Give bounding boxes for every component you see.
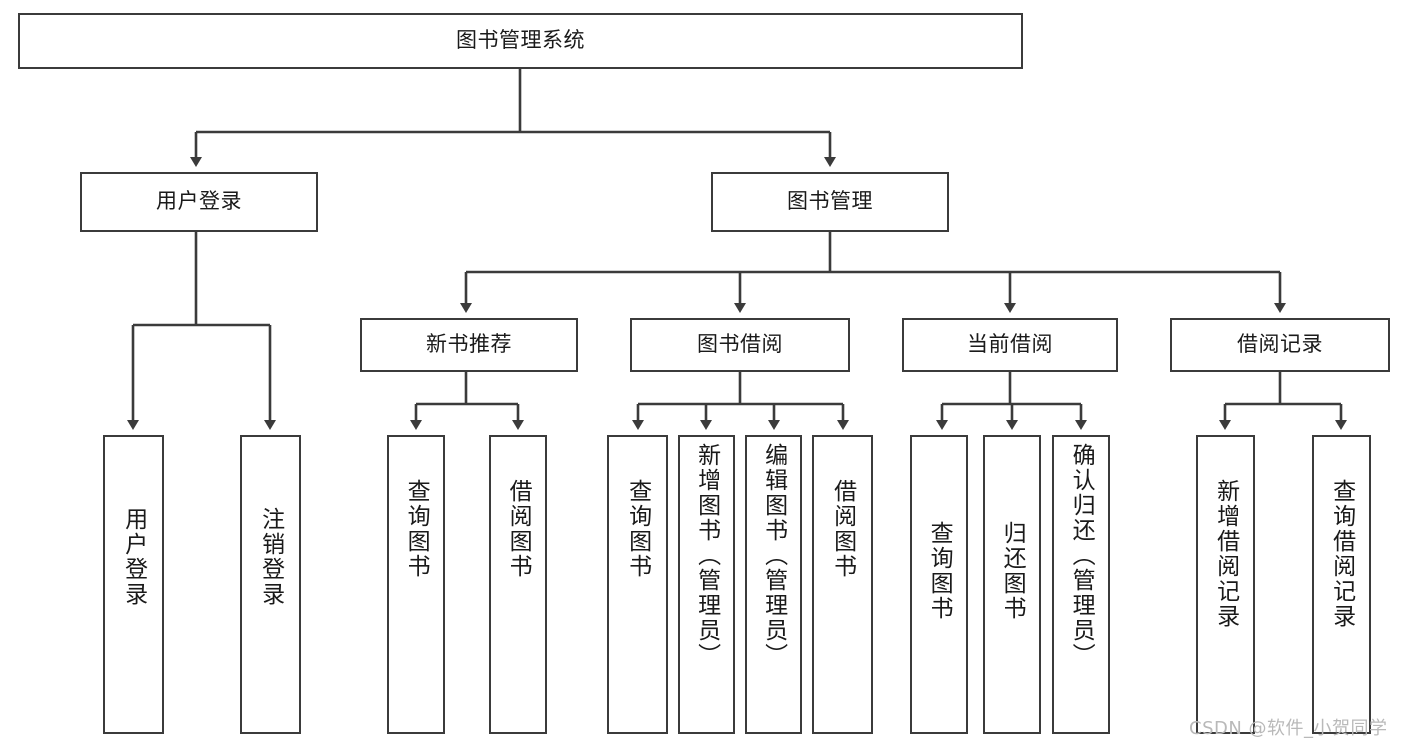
leaf-query-books-borrow[interactable]: 查询图书 bbox=[607, 435, 668, 734]
leaf-label: 查询借阅记录 bbox=[1328, 479, 1355, 629]
leaf-label: 借阅图书 bbox=[829, 479, 856, 579]
leaf-label: 注销登录 bbox=[257, 507, 284, 607]
leaf-logout[interactable]: 注销登录 bbox=[240, 435, 301, 734]
node-user-login[interactable]: 用户登录 bbox=[80, 172, 318, 232]
node-book-borrowing[interactable]: 图书借阅 bbox=[630, 318, 850, 372]
leaf-label: 编辑图书（管理员） bbox=[760, 443, 787, 668]
node-label: 借阅记录 bbox=[1237, 332, 1323, 357]
node-label: 新书推荐 bbox=[426, 332, 512, 357]
leaf-label: 归还图书 bbox=[999, 521, 1026, 621]
node-root-book-management-system[interactable]: 图书管理系统 bbox=[18, 13, 1023, 69]
leaf-return-books[interactable]: 归还图书 bbox=[983, 435, 1041, 734]
leaf-query-books-recommend[interactable]: 查询图书 bbox=[387, 435, 445, 734]
node-book-management[interactable]: 图书管理 bbox=[711, 172, 949, 232]
leaf-label: 确认归还（管理员） bbox=[1068, 443, 1095, 668]
leaf-query-borrow-record[interactable]: 查询借阅记录 bbox=[1312, 435, 1371, 734]
node-new-book-recommendation[interactable]: 新书推荐 bbox=[360, 318, 578, 372]
leaf-borrow-books-recommend[interactable]: 借阅图书 bbox=[489, 435, 547, 734]
leaf-label: 新增图书（管理员） bbox=[693, 443, 720, 668]
node-label: 当前借阅 bbox=[967, 332, 1053, 357]
csdn-watermark: CSDN @软件_小贺同学 bbox=[1189, 718, 1388, 739]
leaf-confirm-return-admin[interactable]: 确认归还（管理员） bbox=[1052, 435, 1110, 734]
leaf-label: 查询图书 bbox=[403, 479, 430, 579]
leaf-label: 借阅图书 bbox=[505, 479, 532, 579]
leaf-label: 用户登录 bbox=[120, 507, 147, 607]
leaf-label: 查询图书 bbox=[624, 479, 651, 579]
node-label: 图书管理 bbox=[787, 189, 873, 214]
leaf-edit-book-admin[interactable]: 编辑图书（管理员） bbox=[745, 435, 802, 734]
node-label: 图书借阅 bbox=[697, 332, 783, 357]
leaf-borrow-books[interactable]: 借阅图书 bbox=[812, 435, 873, 734]
leaf-add-book-admin[interactable]: 新增图书（管理员） bbox=[678, 435, 735, 734]
node-label: 图书管理系统 bbox=[456, 28, 585, 53]
node-current-borrowing[interactable]: 当前借阅 bbox=[902, 318, 1118, 372]
node-label: 用户登录 bbox=[156, 189, 242, 214]
node-borrowing-records[interactable]: 借阅记录 bbox=[1170, 318, 1390, 372]
leaf-user-login[interactable]: 用户登录 bbox=[103, 435, 164, 734]
leaf-label: 新增借阅记录 bbox=[1212, 479, 1239, 629]
leaf-query-books-current[interactable]: 查询图书 bbox=[910, 435, 968, 734]
leaf-label: 查询图书 bbox=[926, 521, 953, 621]
leaf-add-borrow-record[interactable]: 新增借阅记录 bbox=[1196, 435, 1255, 734]
